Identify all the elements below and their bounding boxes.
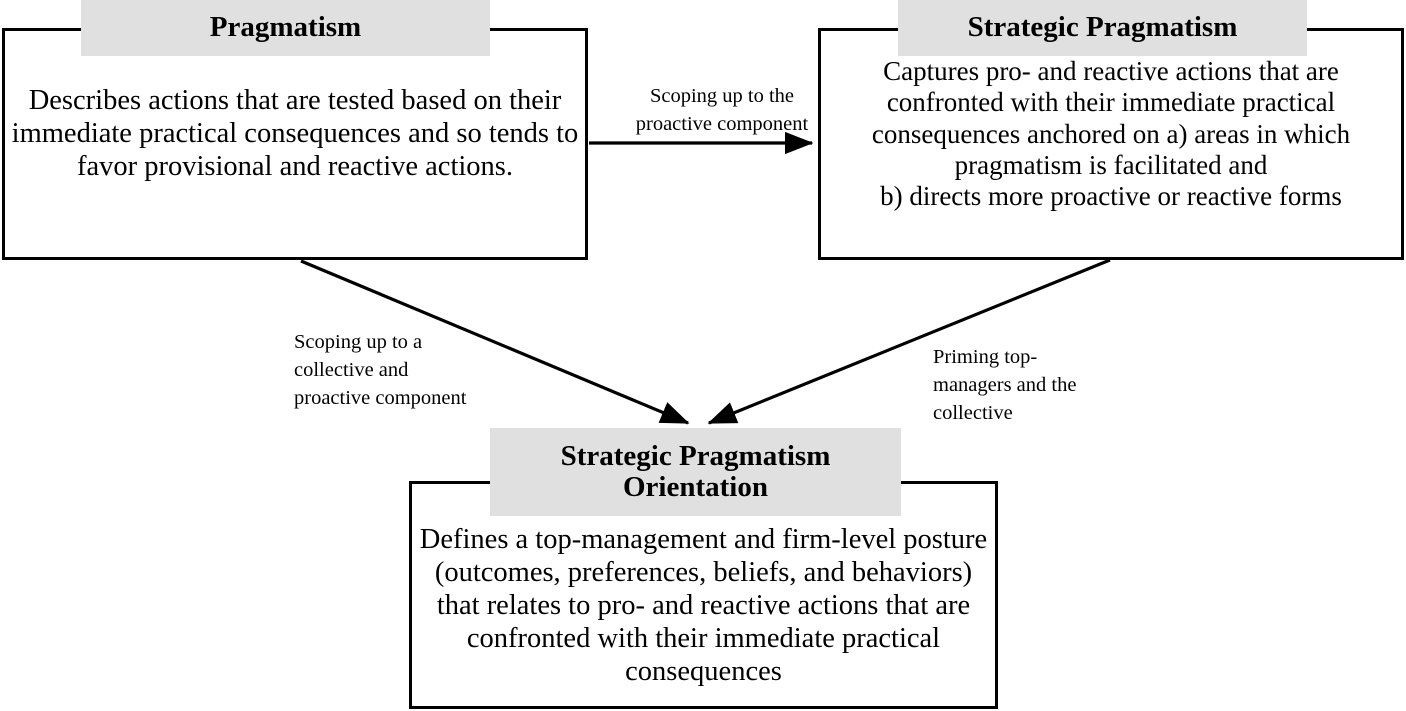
edge-strategic-to-orientation	[707, 258, 1111, 425]
edge-label-strategic-to-orientation: Priming top- managers and the collective	[933, 346, 1077, 425]
edge-pragmatism-to-orientation	[300, 259, 690, 425]
node-body-strategic-pragmatism: Captures pro- and reactive actions that …	[871, 56, 1351, 212]
node-header-strategic-pragmatism-orientation: Strategic Pragmatism Orientation	[490, 428, 901, 516]
node-header-strategic-pragmatism: Strategic Pragmatism	[898, 0, 1307, 56]
node-body-strategic-pragmatism-orientation: Defines a top-management and firm-level …	[419, 524, 988, 688]
node-body-pragmatism: Describes actions that are tested based …	[11, 85, 579, 183]
edge-label-pragmatism-to-orientation: Scoping up to a collective and proactive…	[294, 331, 467, 410]
edge-label-pragmatism-to-strategic: Scoping up to the proactive component	[635, 85, 809, 136]
node-header-pragmatism: Pragmatism	[81, 0, 490, 56]
